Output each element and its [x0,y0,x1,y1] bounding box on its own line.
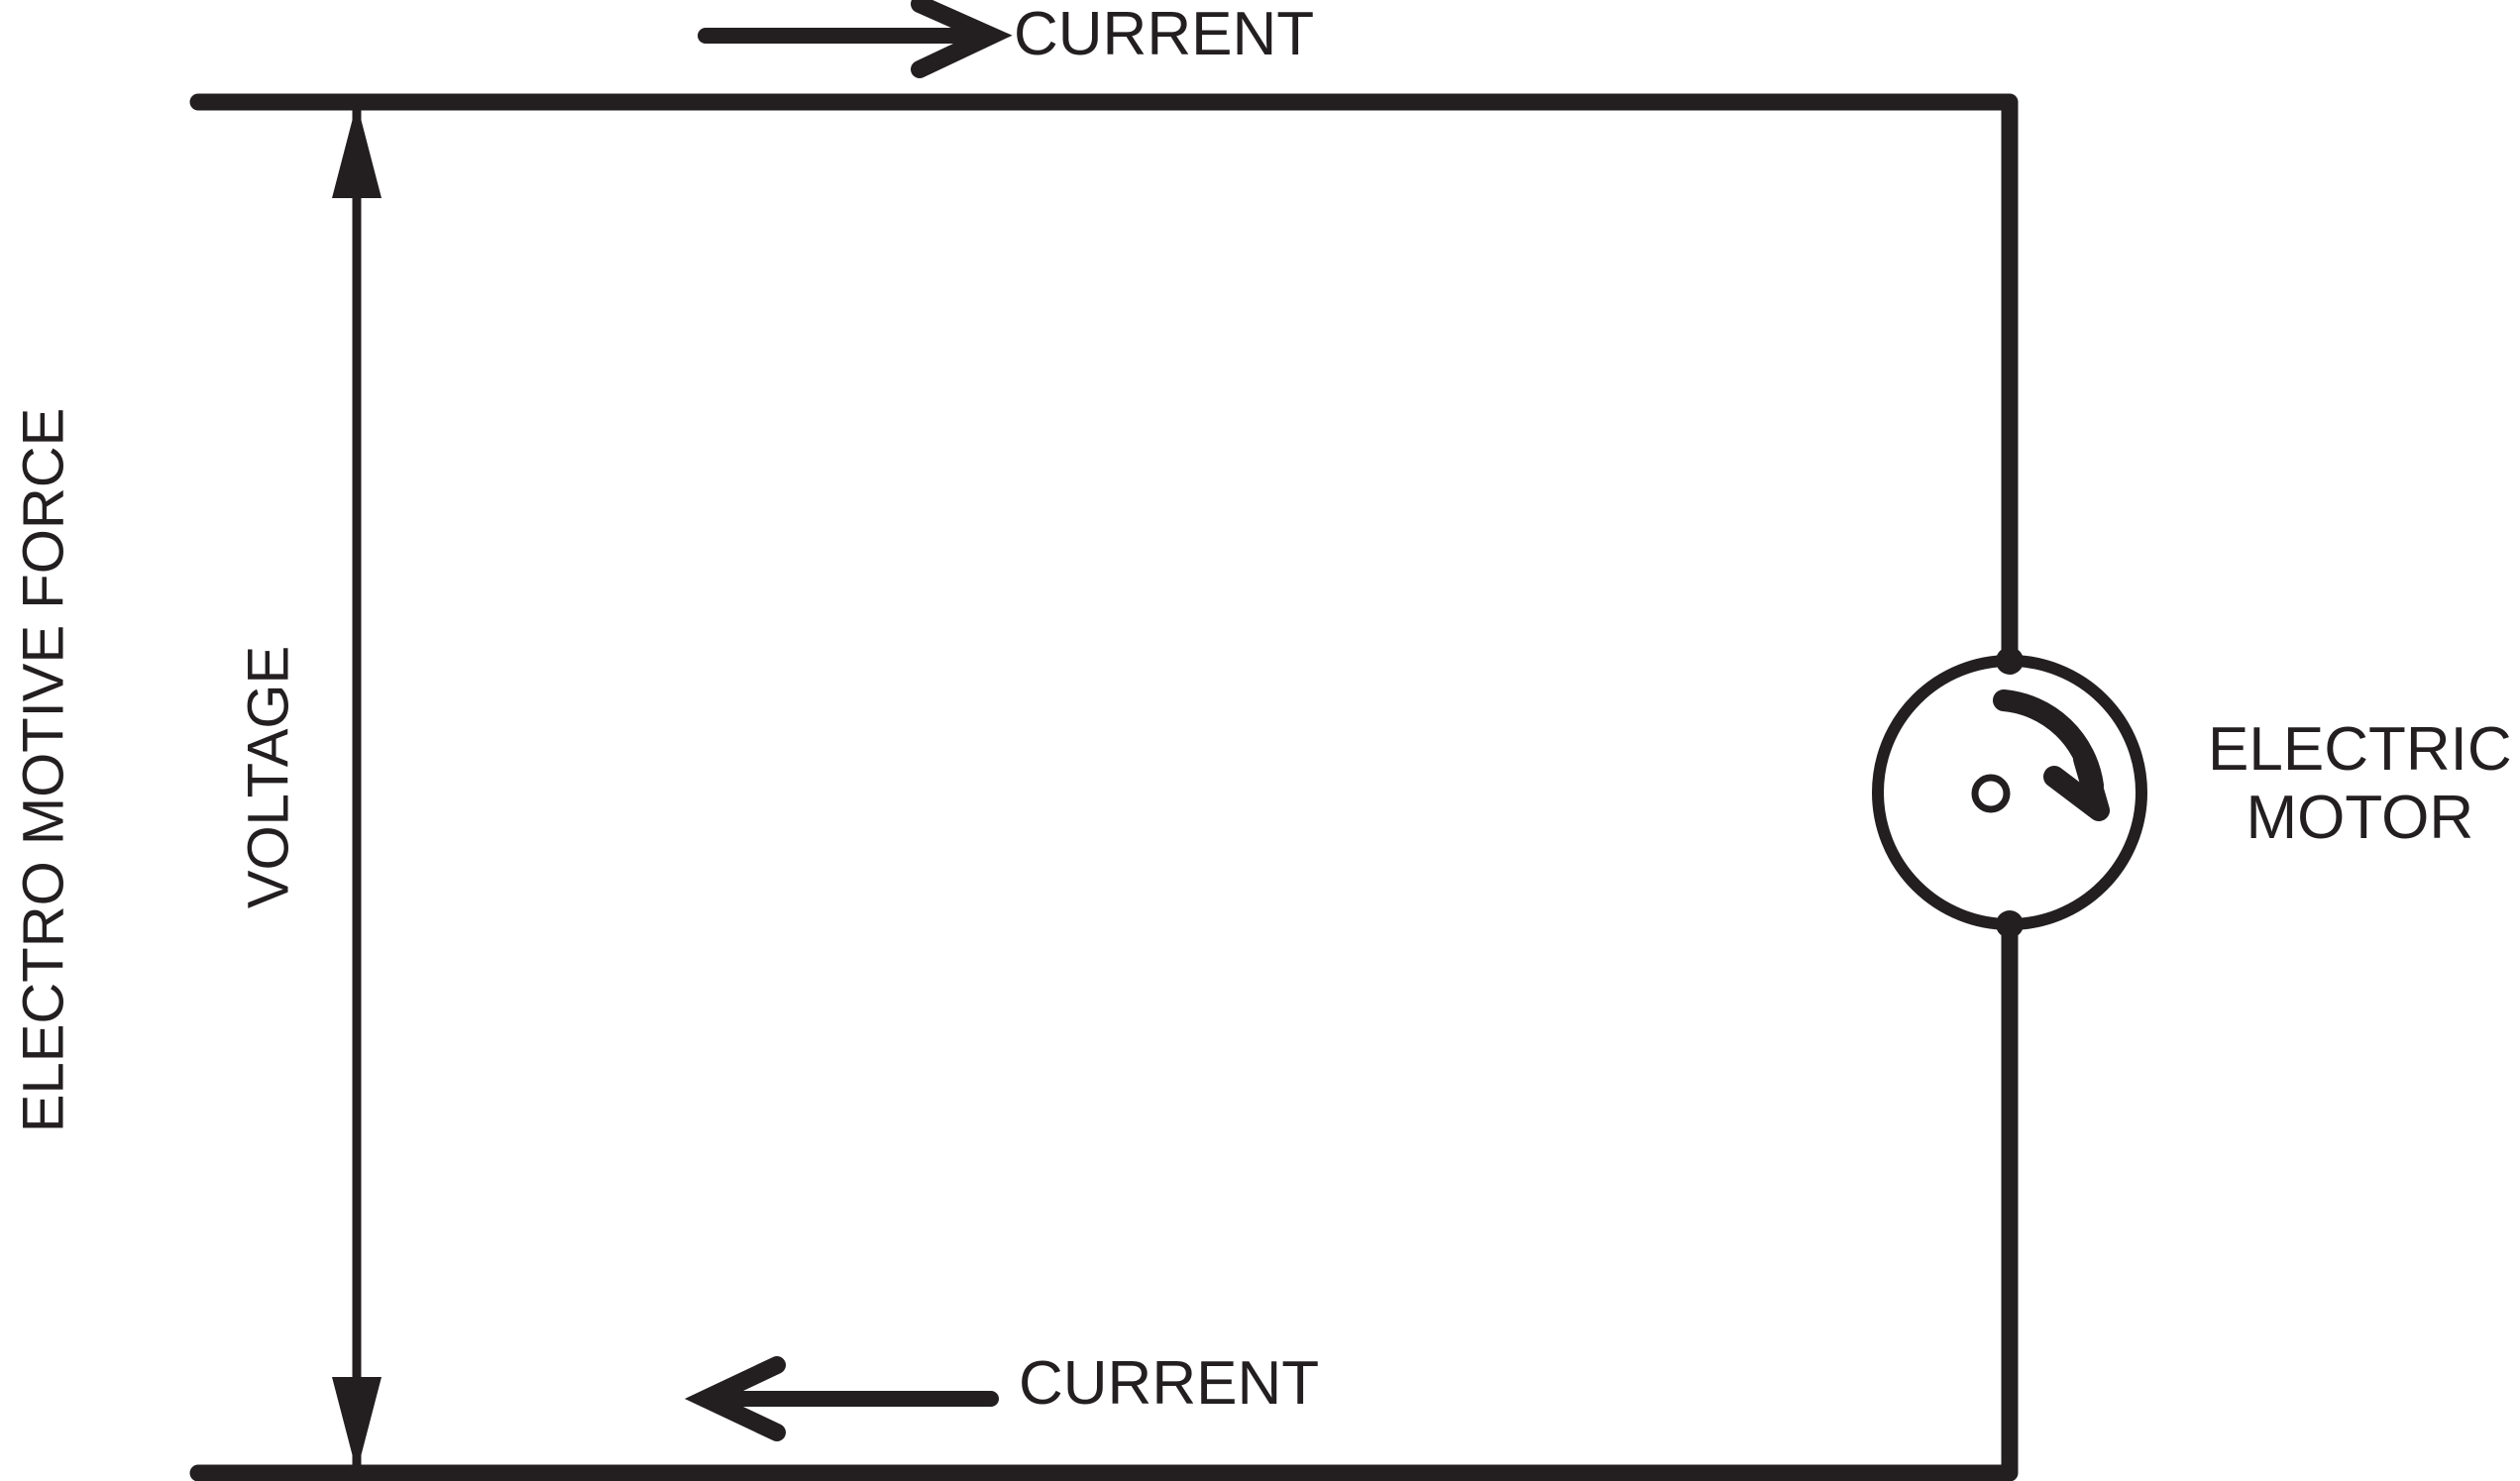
voltage-dimension-arrow [332,103,382,1472]
label-electro-motive-force: ELECTRO MOTIVE FORCE [11,407,76,1133]
label-electric-motor-line2: MOTOR [2246,784,2474,853]
current-arrow-bottom-head [684,1356,786,1441]
motor-terminal-dot-bottom [1996,910,2024,938]
label-voltage: VOLTAGE [236,645,301,909]
motor-terminal-dot-top [1996,647,2024,675]
voltage-arrowhead-down [332,1377,382,1472]
voltage-arrowhead-up [332,103,382,198]
label-current-top: CURRENT [1014,0,1315,68]
electric-motor-symbol[interactable] [1872,647,2147,938]
motor-rotation-arrow-icon [1993,689,2110,821]
motor-shaft-hub-icon [1971,774,2011,813]
label-electric-motor: ELECTRIC MOTOR [2208,715,2512,853]
current-arrow-top-head [911,0,1013,78]
circuit-conductors [189,93,2019,1481]
label-electric-motor-line1: ELECTRIC [2208,715,2512,784]
label-current-bottom: CURRENT [1019,1349,1320,1418]
current-arrow-top-icon [698,0,1013,78]
current-arrow-bottom-icon [684,1356,999,1441]
